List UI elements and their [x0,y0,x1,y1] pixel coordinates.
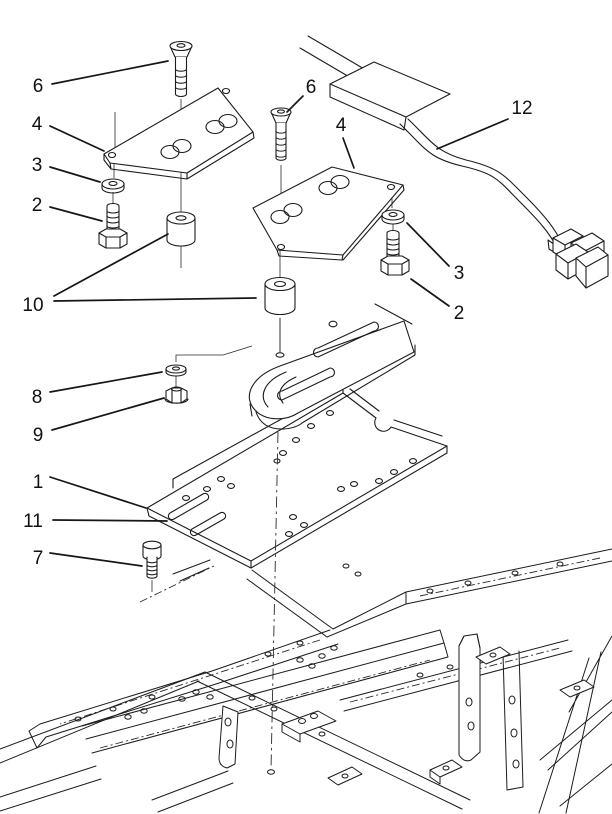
hex-bolt-right-part2 [380,229,410,276]
callout-leader-12 [436,118,509,150]
callout-label-2: 2 [32,195,43,216]
mount-plate-left-part4 [103,87,255,180]
washer-right-part3 [381,209,405,225]
spacer-right-part10 [264,276,296,316]
callout-leader-4 [49,125,105,152]
plate-slot-part11 [167,492,227,537]
harness-connector [547,228,609,289]
callout-label-6: 6 [306,77,317,98]
callout-label-1: 1 [33,472,44,493]
callout-label-12: 12 [511,98,532,119]
callout-label-3: 3 [32,155,43,176]
flange-nut-part9 [164,386,189,404]
mount-plate-right-part4 [252,166,405,261]
callout-label-4: 4 [32,114,43,135]
callout-leader-10 [53,297,257,302]
washer-left-part3 [101,178,125,194]
callout-label-3: 3 [454,263,465,284]
callout-leader-8 [49,371,163,393]
callout-leader-7 [49,552,143,567]
callout-leader-2 [49,206,103,222]
callout-label-10: 10 [22,295,43,316]
flat-head-screw-right-part6 [270,107,292,161]
callout-label-7: 7 [33,548,44,569]
slotted-arm-bracket [248,303,416,430]
chassis-frame [0,548,612,814]
flat-head-screw-left-part6 [169,40,193,98]
plate-holes [181,410,418,537]
callout-label-4: 4 [336,115,347,136]
callout-label-11: 11 [23,511,43,532]
callout-leader-1 [49,476,147,509]
callout-label-9: 9 [33,425,44,446]
callout-leader-4 [342,137,355,169]
callout-leader-2 [410,278,450,307]
callout-leader-10 [53,233,169,297]
callout-leader-6 [51,60,169,85]
cap-screw-part7 [139,540,215,603]
hex-bolt-left-part2 [98,202,128,249]
callout-leader-6 [286,95,304,113]
floor-plate-part1 [146,384,448,569]
callout-label-2: 2 [454,303,465,324]
callout-leader-3 [406,222,450,267]
axis-lines-right [279,165,394,352]
spacer-left-part10 [166,211,196,247]
callout-leader-11 [52,519,168,522]
callout-label-8: 8 [32,387,43,408]
callout-label-6: 6 [33,76,44,97]
flat-washer-part8 [165,345,253,387]
callout-leader-9 [51,397,165,431]
callout-leader-3 [49,166,101,183]
wire-harness-part12 [299,35,609,289]
